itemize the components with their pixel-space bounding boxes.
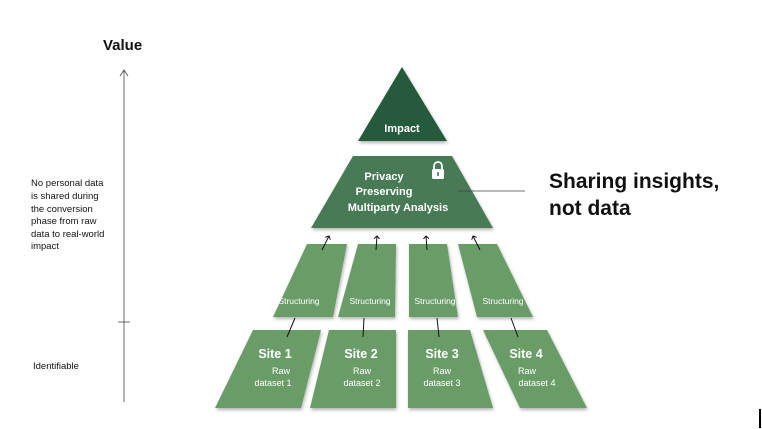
svg-text:is shared during: is shared during xyxy=(31,191,99,202)
structuring-block-1 xyxy=(273,244,347,317)
site-block-3 xyxy=(408,330,493,408)
structuring-label-4: Structuring xyxy=(482,296,523,306)
structuring-block-4 xyxy=(458,244,533,317)
connector-line xyxy=(362,317,365,338)
arrow-icon xyxy=(321,236,329,251)
svg-text:impact: impact xyxy=(31,241,59,252)
svg-text:Site 2: Site 2 xyxy=(344,347,377,361)
analysis-label-line3: Multiparty Analysis xyxy=(348,202,448,214)
impact-label: Impact xyxy=(384,123,420,135)
svg-text:phase from raw: phase from raw xyxy=(31,216,97,227)
svg-text:Raw: Raw xyxy=(272,366,291,376)
structuring-block-2 xyxy=(338,244,396,317)
arrow-icon xyxy=(426,236,427,251)
site-2: Site 2 Raw dataset 2 xyxy=(343,347,380,388)
site-4: Site 4 Raw dataset 4 xyxy=(509,347,555,388)
svg-text:dataset 2: dataset 2 xyxy=(343,378,380,388)
structuring-label-2: Structuring xyxy=(349,296,390,306)
svg-text:Site 3: Site 3 xyxy=(425,347,458,361)
analysis-trapezoid xyxy=(311,156,493,228)
site-1: Site 1 Raw dataset 1 xyxy=(254,347,291,388)
connector-line xyxy=(436,317,440,338)
callout-line2: not data xyxy=(549,197,631,220)
text-cursor xyxy=(759,409,761,428)
lock-icon xyxy=(432,161,444,179)
callout-line1: Sharing insights, xyxy=(549,170,719,193)
svg-text:dataset 4: dataset 4 xyxy=(518,378,555,388)
site-block-1 xyxy=(215,330,321,408)
svg-text:No personal data: No personal data xyxy=(31,178,104,189)
svg-text:Site 1: Site 1 xyxy=(258,347,291,361)
svg-text:Raw: Raw xyxy=(518,366,537,376)
arrow-icon xyxy=(473,236,481,251)
connector-line xyxy=(510,317,519,338)
svg-text:Raw: Raw xyxy=(433,366,452,376)
site-block-4 xyxy=(483,330,587,408)
analysis-label-line2: Preserving xyxy=(356,186,413,198)
svg-text:dataset 1: dataset 1 xyxy=(254,378,291,388)
impact-triangle xyxy=(358,67,447,141)
site-3: Site 3 Raw dataset 3 xyxy=(423,347,460,388)
axis-upper-note: No personal data is shared during the co… xyxy=(31,178,104,252)
axis-title: Value xyxy=(103,37,142,54)
arrow-icon xyxy=(376,236,377,251)
axis-lower-note: Identifiable xyxy=(33,361,79,372)
svg-text:Site 4: Site 4 xyxy=(509,347,542,361)
svg-text:the conversion: the conversion xyxy=(31,204,93,215)
structuring-label-3: Structuring xyxy=(414,296,455,306)
structuring-block-3 xyxy=(409,244,458,317)
site-block-2 xyxy=(310,330,396,408)
svg-text:dataset 3: dataset 3 xyxy=(423,378,460,388)
axis-arrow-icon xyxy=(119,69,129,77)
analysis-label-line1: Privacy xyxy=(364,171,404,183)
svg-text:Raw: Raw xyxy=(353,366,372,376)
connector-line xyxy=(286,317,296,338)
structuring-label-1: Structuring xyxy=(278,296,319,306)
svg-text:data to real-world: data to real-world xyxy=(31,229,104,240)
